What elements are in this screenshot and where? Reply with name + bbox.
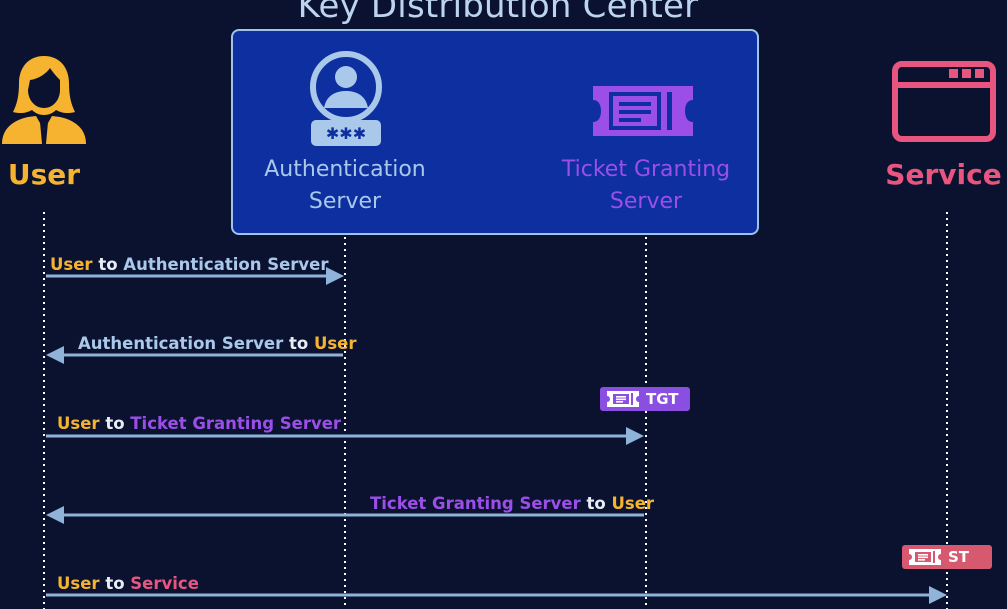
message-source: Authentication Server [78, 334, 284, 353]
message-user-to-service: User to Service [57, 574, 199, 593]
id-badge-password-icon: ✱✱✱ [310, 51, 382, 146]
authentication-server-label-line2: Server [308, 189, 382, 214]
ticket-icon [607, 391, 639, 407]
message-target: Service [130, 574, 199, 593]
arrowhead-user-to-tgs [626, 427, 644, 445]
message-source: Ticket Granting Server [370, 494, 581, 513]
message-source: User [57, 414, 100, 433]
ticket-granting-server-label-line1: Ticket Granting [561, 157, 731, 182]
st-badge-label: ST [948, 548, 970, 566]
actor-service-label: Service [885, 158, 1002, 191]
tgt-badge: TGT [600, 387, 690, 411]
ticket-icon [909, 549, 941, 565]
ticket-granting-server-label-line2: Server [609, 189, 683, 214]
ticket-icon [593, 86, 693, 136]
user-person-icon [2, 56, 86, 144]
svg-text:✱✱✱: ✱✱✱ [326, 124, 366, 143]
message-user-to-tgs: User to Ticket Granting Server [57, 414, 341, 433]
message-user-to-as: User to Authentication Server [50, 255, 329, 274]
message-target: Authentication Server [123, 255, 329, 274]
message-connector: to [105, 414, 125, 433]
message-connector: to [98, 255, 118, 274]
message-tgs-to-user: Ticket Granting Server to User [370, 494, 654, 513]
arrowhead-as-to-user [46, 346, 64, 364]
browser-window-icon [892, 61, 996, 142]
message-connector: to [105, 574, 125, 593]
message-source: User [50, 255, 93, 274]
message-source: User [57, 574, 100, 593]
message-as-to-user: Authentication Server to User [78, 334, 357, 353]
authentication-server-label-line1: Authentication [264, 157, 426, 182]
message-connector: to [288, 334, 309, 353]
message-target: Ticket Granting Server [130, 414, 342, 433]
actor-user-label: User [7, 158, 81, 191]
arrowhead-user-to-as [326, 267, 344, 285]
message-connector: to [586, 494, 606, 513]
arrowhead-user-to-service [929, 586, 947, 604]
arrowhead-tgs-to-user [46, 506, 64, 524]
ticket-granting-server-label: Ticket Granting Server [530, 154, 762, 218]
kdc-title: Key Distribution Center [297, 0, 699, 26]
authentication-server-label: Authentication Server [235, 154, 455, 218]
tgt-badge-label: TGT [646, 390, 679, 408]
message-target: User [611, 494, 655, 513]
message-target: User [313, 334, 357, 353]
st-badge: ST [902, 545, 992, 569]
